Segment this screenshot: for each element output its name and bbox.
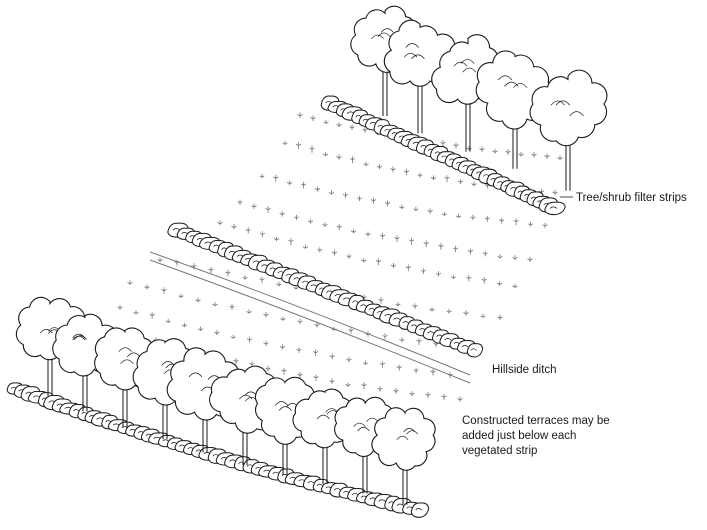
tree: [372, 408, 435, 505]
terraces-note-line-2: added just below each: [462, 429, 610, 444]
crop-row: [218, 220, 518, 288]
tree: [530, 70, 607, 191]
terraces-note-line-1: Constructed terraces may be: [462, 414, 610, 429]
terraces-note-label: Constructed terraces may be added just b…: [462, 414, 610, 459]
tree-shrub-strips-label: Tree/shrub filter strips: [576, 191, 687, 206]
hillside-ditch-label: Hillside ditch: [492, 363, 557, 378]
crop-row: [238, 200, 533, 263]
terraces-note-line-3: vegetated strip: [462, 444, 610, 459]
shrub-hedge: [168, 223, 483, 357]
